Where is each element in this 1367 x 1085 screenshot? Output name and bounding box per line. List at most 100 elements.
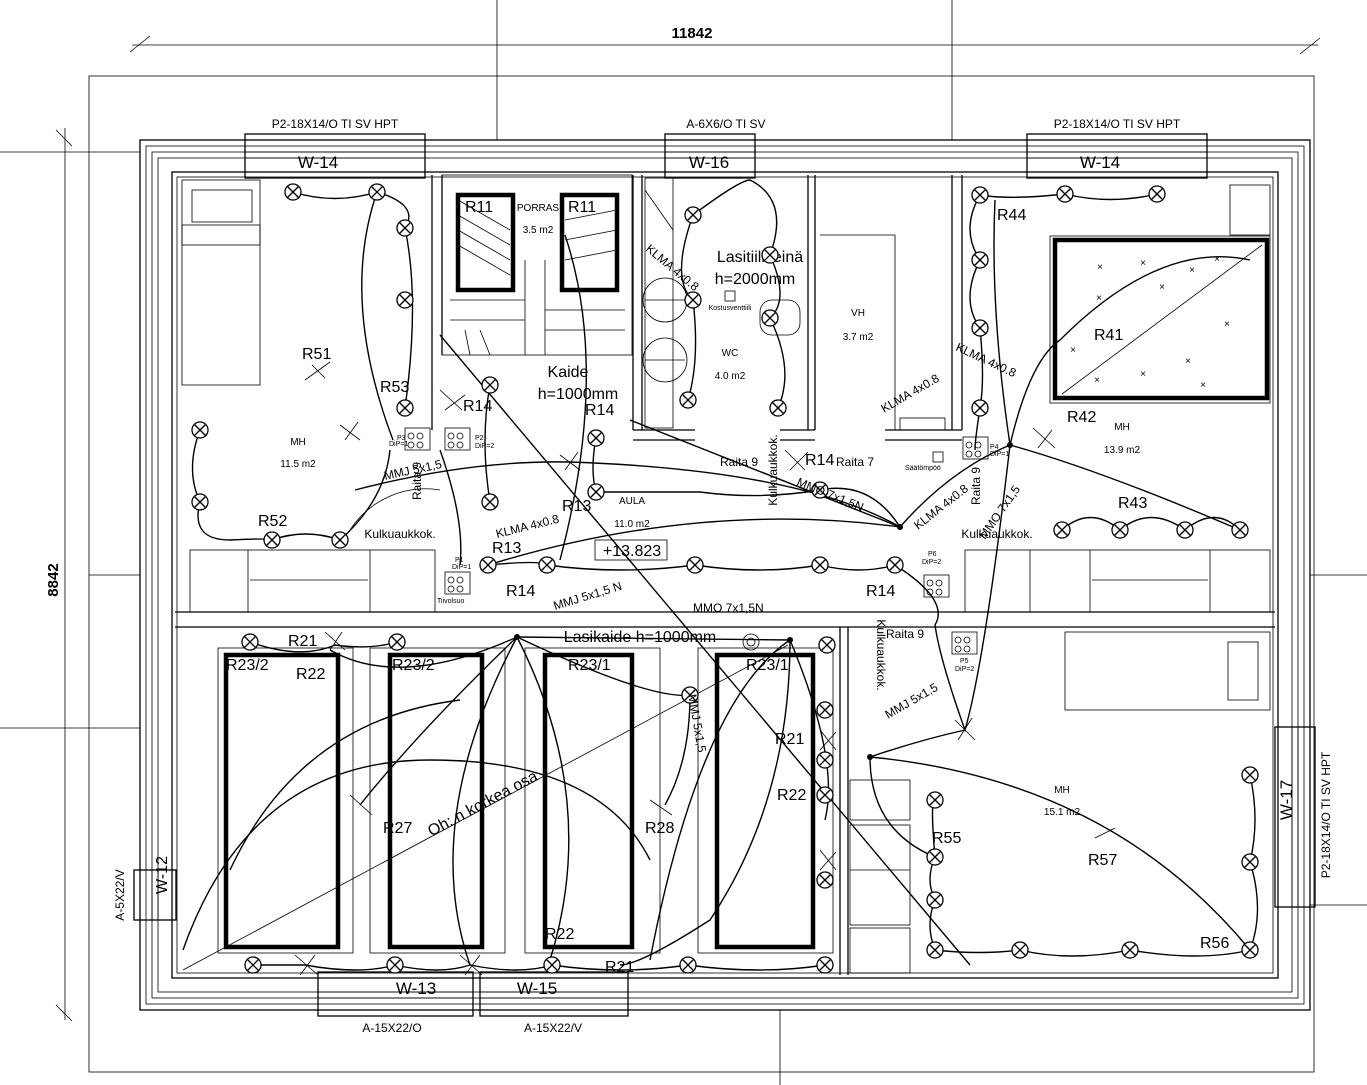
luminaire-icon [1241,766,1259,784]
circuit-r14-e: R14 [866,583,895,600]
cable-mmo-2: MMO 7x1,5N [693,601,764,615]
luminaire-icon [816,786,834,804]
luminaire-icon [686,556,704,574]
circuit-r53: R53 [380,379,409,396]
circuit-r23-2-b: R23/2 [392,657,435,674]
circuit-r14-c: R14 [805,452,834,469]
room-vh-name: VH [851,308,865,319]
panel-p5-dip: DiP=2 [955,666,974,673]
cable-klma-1: KLMA 4x0.8 [643,242,702,295]
luminaire-icon [191,493,209,511]
cable-mmj-3: MMJ 5x1,5 [883,680,941,722]
luminaire-icon [816,701,834,719]
luminaire-icon [926,791,944,809]
luminaire-icon [886,556,904,574]
luminaire-icon [587,429,605,447]
dimension-width-label: 11842 [672,25,713,42]
circuit-r23-1-b: R23/1 [746,657,789,674]
luminaire-icon [679,391,697,409]
room-porras-name: PORRAS [517,203,560,214]
window-code-top-left: P2-18X14/O TI SV HPT [272,117,399,131]
panel-p3-label: P3 [397,435,406,442]
window-w14-left-label: W-14 [298,153,338,172]
ceiling-x-mark: × [1094,375,1100,386]
window-code-bottom-right: A-15X22/V [524,1021,582,1035]
window-w14-right: W-14 P2-18X14/O TI SV HPT [1026,117,1208,179]
ceiling-x-mark: × [1140,258,1146,269]
circuit-r28: R28 [645,820,674,837]
luminaire-icon [926,941,944,959]
panel-p5-label: P5 [960,658,969,665]
panel-p1-label: P1 [455,557,464,564]
cable-klma-4: KLMA 4x0.8 [911,481,971,532]
window-code-right: P2-18X14/O TI SV HPT [1319,751,1333,878]
luminaire-icon [1148,185,1166,203]
cable-mmo-1: MMO 7x1,5N [795,475,866,514]
circuit-r52: R52 [258,513,287,530]
luminaire-icon [971,186,989,204]
window-code-top-right: P2-18X14/O TI SV HPT [1054,117,1181,131]
switch-marks [294,361,1116,976]
room-porras-area: 3.5 m2 [523,225,554,236]
luminaire-icon [396,399,414,417]
ceiling-marks: ×××××××××××× [1070,254,1230,391]
note-lasitiiliseina: Lasitiiliseinä [717,249,803,266]
circuit-r11-a: R11 [465,199,493,216]
panel-p1-dip: DiP=1 [452,564,471,571]
circuit-r11-b: R11 [568,199,596,216]
note-elevation: +13.823 [603,543,661,560]
note-tulokkuo: Tiivolsuo [437,598,464,605]
raita-labels: Raita 9 Raita 9 Raita 7 Raita 9 Raita 9 [410,455,983,641]
luminaire-icon [926,848,944,866]
circuit-r13-a: R13 [562,498,591,515]
cable-labels: KLMA 4x0.8 KLMA 4x0.8 KLMA 4x0.8 KLMA 4x… [383,242,1024,754]
luminaire-icon [684,291,702,309]
ceiling-x-mark: × [1214,254,1220,265]
raita-9-b: Raita 9 [720,455,758,469]
circuit-r23-1-a: R23/1 [568,657,611,674]
luminaire-icon [263,531,281,549]
luminaire-icon [368,183,386,201]
circuit-r22-b: R22 [777,787,806,804]
luminaire-icon [1111,521,1129,539]
raita-9-a: Raita 9 [410,462,424,500]
cable-klma-2: KLMA 4x0.8 [879,371,942,416]
window-w12-label: W-12 [154,856,171,894]
panel-p2-label: P2 [475,435,484,442]
circuit-r27: R27 [383,820,412,837]
dimension-top: 11842 [129,25,1321,55]
circuit-r14-a: R14 [463,398,492,415]
window-w13-label: W-13 [396,979,436,998]
passage-center: Kulkuaukkok. [766,434,780,505]
circuit-r42: R42 [1067,409,1096,426]
luminaire-icon [481,376,499,394]
note-kaide: Kaide [548,364,589,381]
circuit-r51: R51 [302,346,331,363]
luminaire-icon [811,556,829,574]
panel-p4-dip: DiP=1 [990,451,1009,458]
room-mh-right-name: MH [1114,422,1130,433]
luminaire-icon [241,633,259,651]
circuit-r14-b: R14 [585,402,614,419]
raita-9-d: Raita 9 [886,627,924,641]
passage-left: Kulkuaukkok. [364,527,435,541]
luminaire-icon [1241,941,1259,959]
window-w16-label: W-16 [689,153,729,172]
window-w15-label: W-15 [517,979,557,998]
ceiling-x-mark: × [1097,262,1103,273]
luminaire-icon [816,871,834,889]
bedroom-right-top: MH 13.9 m2 Kulkuaukkok. [961,184,1271,613]
note-kaide-height: h=1000mm [538,386,619,403]
luminaire-icon [971,319,989,337]
window-w17: W-17 P2-18X14/O TI SV HPT [1274,726,1333,908]
luminaire-icon [769,399,787,417]
staircase: R11 R11 PORRAS 3.5 m2 [441,174,633,356]
panel-boxes: P3 DiP=1 P2 DiP=2 P1 DiP=1 Tiivolsuo P4 … [389,427,1009,673]
passage-bottom: Kulkuaukkok. [874,619,888,690]
window-code-bottom-left: A-15X22/O [362,1021,421,1035]
circuit-r22-c: R22 [545,926,574,943]
ceiling-x-mark: × [1189,265,1195,276]
luminaire-icon [1056,185,1074,203]
ceiling-x-mark: × [1185,356,1191,367]
